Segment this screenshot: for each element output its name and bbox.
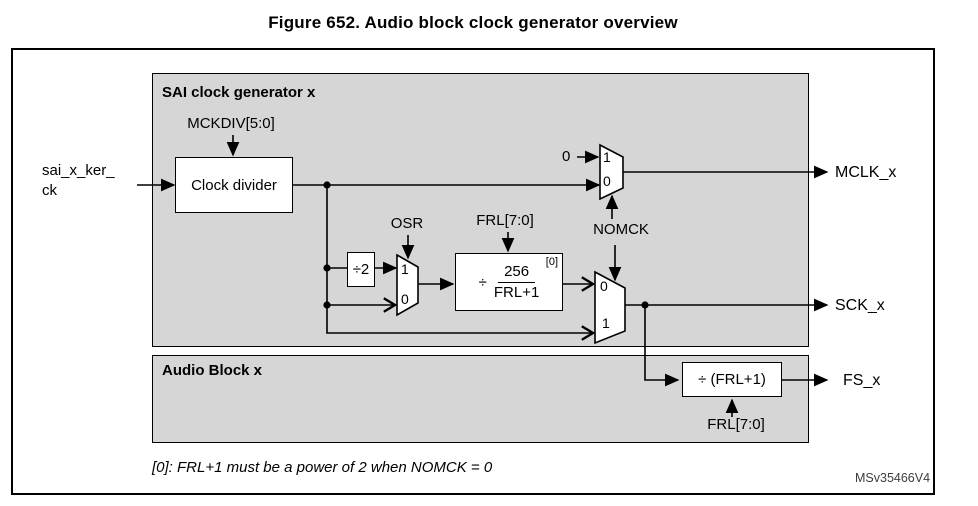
mclk-mux [599, 143, 624, 201]
ratio-numerator: 256 [498, 263, 536, 283]
kernel-clock-input-line2: ck [42, 181, 57, 199]
junction-dot [323, 181, 331, 189]
wire-trunk-and-bypass [326, 185, 596, 341]
div2-block: ÷2 [347, 252, 375, 287]
div2-label: ÷2 [352, 261, 370, 278]
clock-divider-block: Clock divider [175, 157, 293, 213]
mclk-mux-input-0: 0 [603, 173, 611, 189]
sck-mux-input-0: 0 [600, 278, 608, 294]
figure-title: Figure 652. Audio block clock generator … [268, 13, 678, 32]
ratio-divide-sign: ÷ [478, 273, 487, 291]
sai-group-label: SAI clock generator x [162, 84, 316, 101]
ratio-divider-block: ÷ 256 FRL+1 [0] [455, 253, 563, 311]
sck-mux-input-1: 1 [602, 315, 610, 331]
frl-bottom-label: FRL[7:0] [707, 416, 765, 433]
wire-sck-to-fs-divider [644, 305, 680, 387]
junction-dot [641, 301, 649, 309]
mclk-output-label: MCLK_x [835, 164, 897, 181]
junction-dot [323, 264, 331, 272]
clock-divider-label: Clock divider [191, 176, 277, 194]
mckdiv-label: MCKDIV[5:0] [187, 115, 275, 132]
figure-footnote: [0]: FRL+1 must be a power of 2 when NOM… [152, 459, 493, 476]
ratio-footnote-ref: [0] [545, 256, 558, 268]
fs-divider-block: ÷ (FRL+1) [682, 362, 782, 397]
const-zero-label: 0 [562, 148, 571, 165]
sck-mux [594, 270, 626, 345]
figure-reference-code: MSv35466V4 [855, 471, 931, 485]
nomck-label: NOMCK [593, 221, 649, 238]
ratio-fraction: 256 FRL+1 [494, 263, 539, 301]
kernel-clock-input-line1: sai_x_ker_ [42, 162, 115, 179]
sck-output-label: SCK_x [835, 297, 885, 314]
junction-dot [323, 301, 331, 309]
kernel-clock-input-label: sai_x_ker_ ck [42, 161, 115, 200]
mclk-mux-input-1: 1 [603, 149, 611, 165]
audio-group-label: Audio Block x [162, 362, 263, 379]
osr-label: OSR [390, 215, 424, 232]
ratio-denominator: FRL+1 [493, 283, 540, 301]
fs-divider-label: ÷ (FRL+1) [698, 371, 766, 388]
osr-mux-input-0: 0 [401, 291, 409, 307]
osr-mux-input-1: 1 [401, 261, 409, 277]
fs-output-label: FS_x [843, 372, 881, 389]
osr-mux [396, 253, 419, 317]
frl-top-label: FRL[7:0] [476, 212, 534, 229]
